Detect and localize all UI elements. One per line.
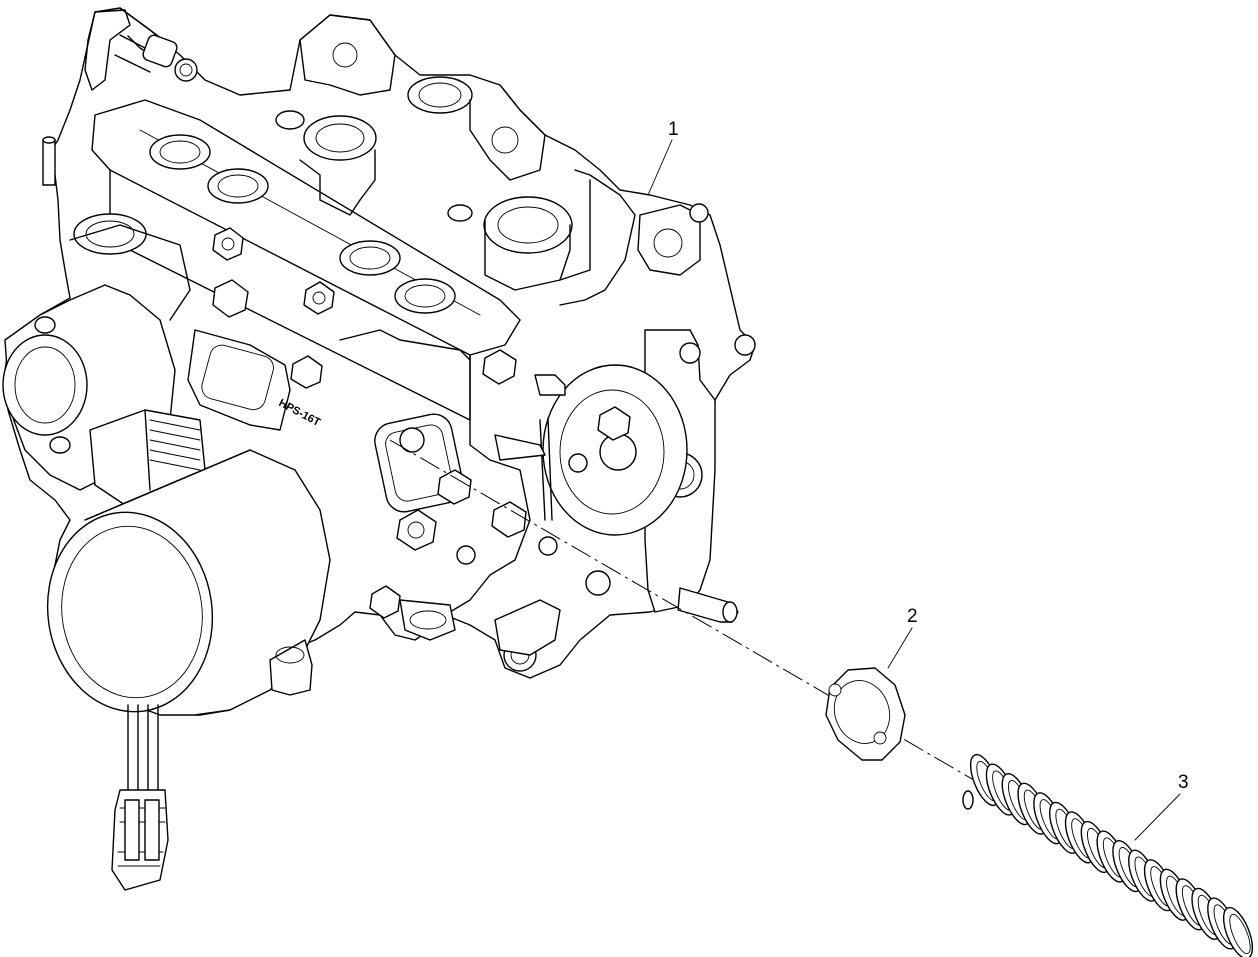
solenoid-coil [46,449,331,716]
spring-end [962,790,974,810]
wire-harness [111,704,169,891]
callout-label-1: 1 [668,119,679,140]
callout-1: 1 [647,119,679,196]
hex-bolts [85,227,631,672]
valve-assembly: HPS-16T [2,7,756,891]
spring-coil [1222,906,1254,957]
callout-3: 3 [1134,772,1189,841]
port-bosses [73,76,573,314]
spring-coil-inner [1229,913,1251,955]
compression-spring [962,753,1254,957]
callout-label-3: 3 [1178,772,1189,793]
gasket [825,667,906,761]
callout-label-2: 2 [907,606,918,627]
callout-2: 2 [887,606,918,669]
stamped-label-plate: HPS-16T [187,329,322,431]
